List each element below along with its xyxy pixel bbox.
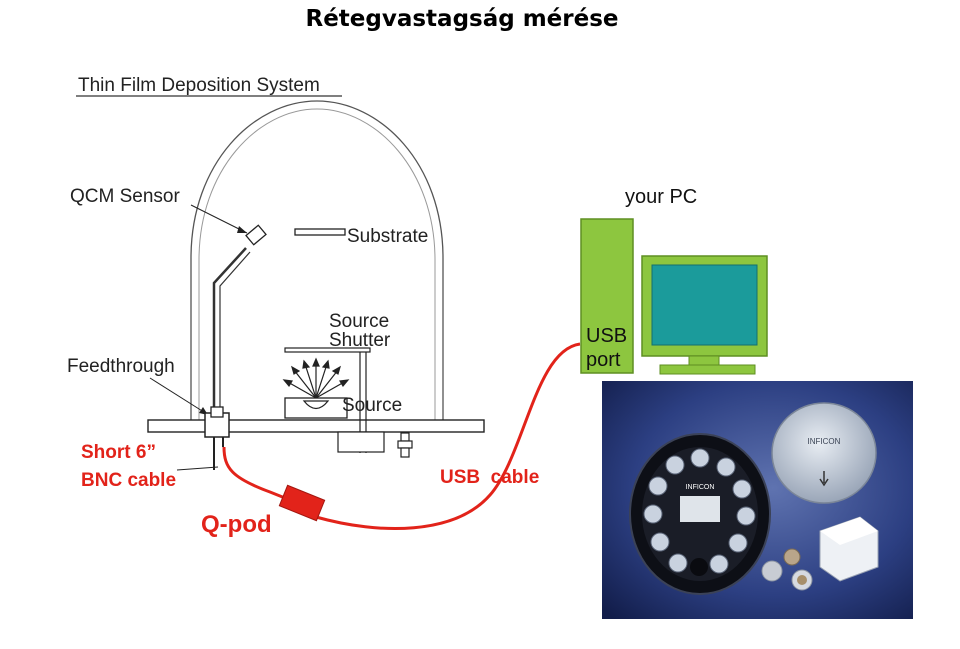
monitor-neck bbox=[688, 355, 720, 366]
qcm-arm bbox=[212, 247, 247, 412]
qcm-pointer-arrow bbox=[237, 226, 247, 233]
feedthrough-label: Feedthrough bbox=[67, 356, 175, 377]
system-title: Thin Film Deposition System bbox=[78, 75, 320, 96]
source-label: Source bbox=[342, 395, 402, 416]
canister-brand: INFICON bbox=[808, 437, 841, 446]
usb-port-label-line2: port bbox=[586, 349, 621, 371]
your-pc-label: your PC bbox=[625, 186, 697, 208]
qpod-label: Q-pod bbox=[201, 511, 272, 538]
qpod-box bbox=[278, 484, 326, 522]
qcm-label-pointer bbox=[190, 204, 248, 234]
substrate-plate bbox=[294, 228, 346, 236]
shutter-label-line1: Source bbox=[329, 311, 389, 332]
bell-jar-inner bbox=[198, 108, 436, 420]
bnc-label-line1: Short 6” bbox=[81, 442, 156, 463]
bnc-cable bbox=[222, 446, 291, 502]
shutter-base bbox=[337, 431, 385, 453]
qcm-arm-inner bbox=[219, 251, 251, 412]
substrate-label: Substrate bbox=[347, 226, 428, 247]
pc-tower bbox=[580, 218, 634, 374]
source-material bbox=[302, 400, 330, 410]
loose-crystals bbox=[761, 548, 813, 591]
monitor-stand bbox=[659, 364, 756, 375]
usb-port-label-line1: USB bbox=[586, 325, 627, 347]
usb-cable-label: USB cable bbox=[440, 467, 539, 488]
base-plate bbox=[147, 419, 485, 433]
crystal-carousel: INFICON bbox=[629, 433, 771, 595]
monitor-screen bbox=[651, 264, 758, 346]
feedthrough-pointer bbox=[149, 377, 208, 415]
qcm-sensor-label: QCM Sensor bbox=[70, 186, 180, 207]
bnc-pointer bbox=[176, 466, 219, 471]
bnc-label-line2: BNC cable bbox=[81, 470, 176, 491]
vapor-arrows bbox=[282, 357, 350, 399]
qcm-crystal-photo: INFICON INFICON bbox=[602, 381, 913, 619]
valve-fitting bbox=[397, 432, 413, 458]
sensor-block bbox=[819, 516, 879, 582]
usb-cable bbox=[315, 342, 581, 530]
feedthrough-inner bbox=[210, 406, 224, 418]
slide-title: Rétegvastagság mérése bbox=[305, 6, 619, 32]
shutter-label-line2: Shutter bbox=[329, 330, 391, 351]
bell-jar bbox=[190, 100, 444, 420]
qcm-sensor-head bbox=[245, 224, 267, 246]
shutter-plate bbox=[284, 347, 371, 353]
carousel-brand: INFICON bbox=[686, 484, 715, 491]
crystal-canister: INFICON bbox=[771, 402, 877, 504]
